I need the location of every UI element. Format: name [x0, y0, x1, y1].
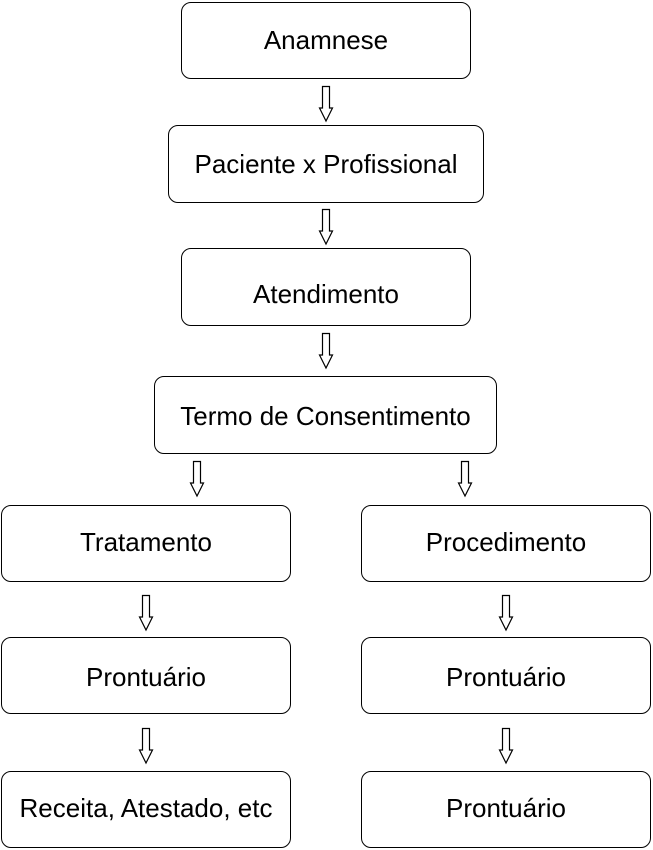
node-procedimento-label: Procedimento [425, 527, 587, 557]
arrow-down-icon [318, 85, 334, 123]
arrow-down-icon [457, 460, 473, 498]
arrow-down-icon [138, 594, 154, 632]
node-receita-atestado: Receita, Atestado, etc [1, 771, 291, 848]
node-procedimento: Procedimento [361, 505, 651, 582]
node-atendimento: Atendimento [181, 248, 471, 326]
arrow-down-icon [189, 460, 205, 498]
node-tratamento-label: Tratamento [80, 527, 212, 557]
node-prontuario-right-bottom-label: Prontuário [446, 793, 566, 823]
node-prontuario-left-label: Prontuário [86, 662, 206, 692]
node-anamnese-label: Anamnese [263, 25, 389, 55]
node-tratamento: Tratamento [1, 505, 291, 582]
arrow-down-icon [318, 332, 334, 370]
arrow-down-icon [498, 727, 514, 765]
node-prontuario-right-bottom: Prontuário [361, 771, 651, 848]
node-prontuario-right: Prontuário [361, 637, 651, 714]
node-termo-label: Termo de Consentimento [180, 400, 471, 431]
arrow-down-icon [318, 208, 334, 246]
arrow-down-icon [138, 727, 154, 765]
node-anamnese: Anamnese [181, 2, 471, 79]
arrow-down-icon [498, 594, 514, 632]
node-receita-label: Receita, Atestado, etc [19, 793, 273, 823]
node-atendimento-label: Atendimento [253, 278, 399, 309]
node-prontuario-right-label: Prontuário [446, 662, 566, 692]
node-termo-de-consentimento: Termo de Consentimento [154, 376, 497, 454]
node-prontuario-left: Prontuário [1, 637, 291, 714]
node-paciente-profissional: Paciente x Profissional [168, 125, 484, 203]
node-paciente-profissional-label: Paciente x Profissional [194, 148, 458, 179]
